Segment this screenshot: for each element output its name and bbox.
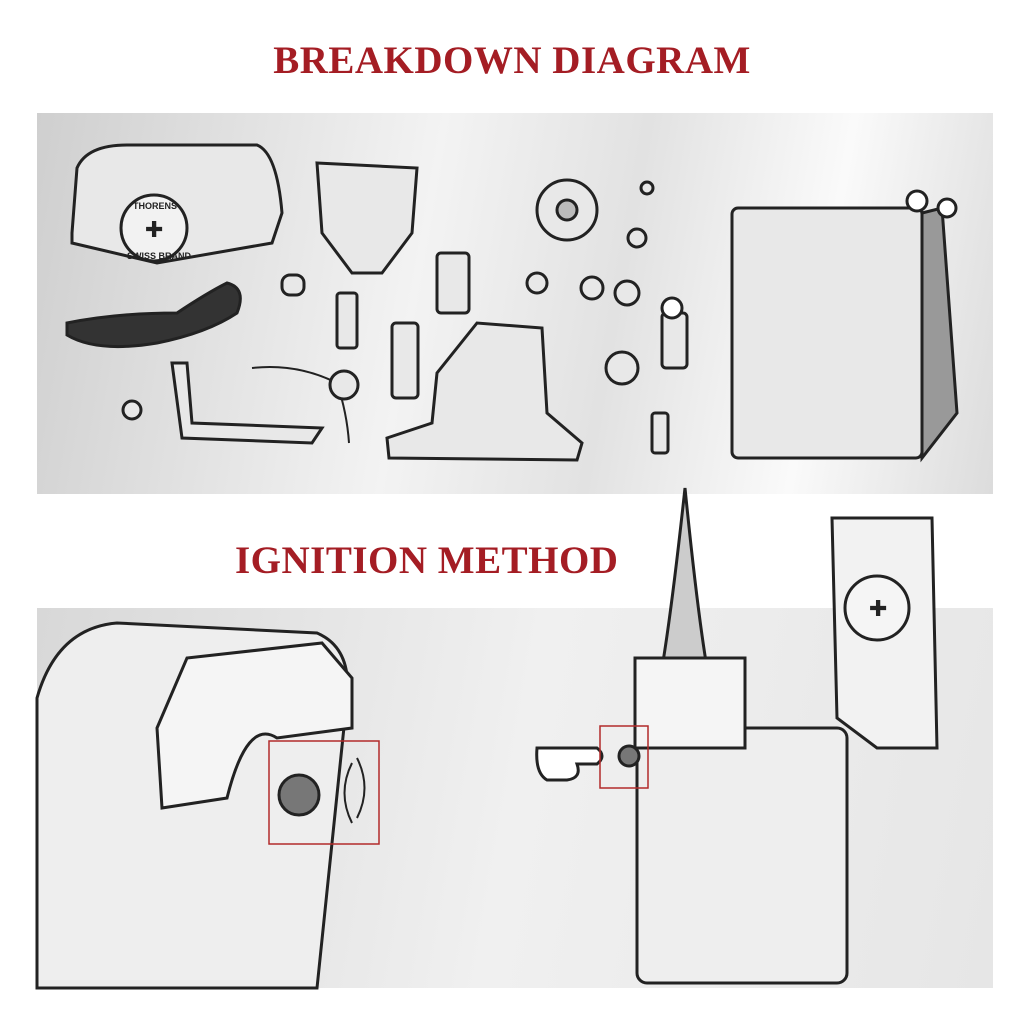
lid-logo-medallion [843,574,911,642]
lighter-body [635,726,849,985]
coil-spring [328,369,360,401]
flint-wheel-closeup [277,773,321,817]
breakdown-diagram-panel: THORENS SWISS BRAND ✚ [37,113,993,494]
flame [660,487,709,670]
svg-text:✚: ✚ [869,597,887,622]
svg-text:✚: ✚ [145,218,163,243]
ignition-illustration: ✚ [35,487,939,990]
logo-medallion [119,193,189,263]
chimney-part [315,161,419,275]
highlight-box-lighter [599,725,649,789]
svg-text:SWISS BRAND: SWISS BRAND [127,251,192,261]
rotate-arrow-icon [343,757,366,824]
cylinder-part [435,251,471,315]
logo-medallion-text: THORENS SWISS BRAND ✚ [127,201,192,261]
ignition-method-panel: ✚ [35,487,993,990]
tube-part [390,321,420,400]
ignition-method-title: IGNITION METHOD [235,539,619,582]
pointing-hand-icon [535,746,604,782]
case-body [730,206,924,460]
base-part [385,321,584,462]
highlight-box-closeup [268,740,380,845]
chimney [633,656,747,750]
chimney-closeup [155,641,354,810]
bracket-part [170,361,325,445]
flint-wheel [617,744,641,768]
svg-text:THORENS: THORENS [133,201,177,211]
case-side [920,206,959,463]
breakdown-diagram-title: BREAKDOWN DIAGRAM [273,39,751,82]
exploded-parts-illustration: THORENS SWISS BRAND ✚ [65,143,959,463]
screw-part [121,399,143,421]
cam-lever-part [65,281,242,349]
